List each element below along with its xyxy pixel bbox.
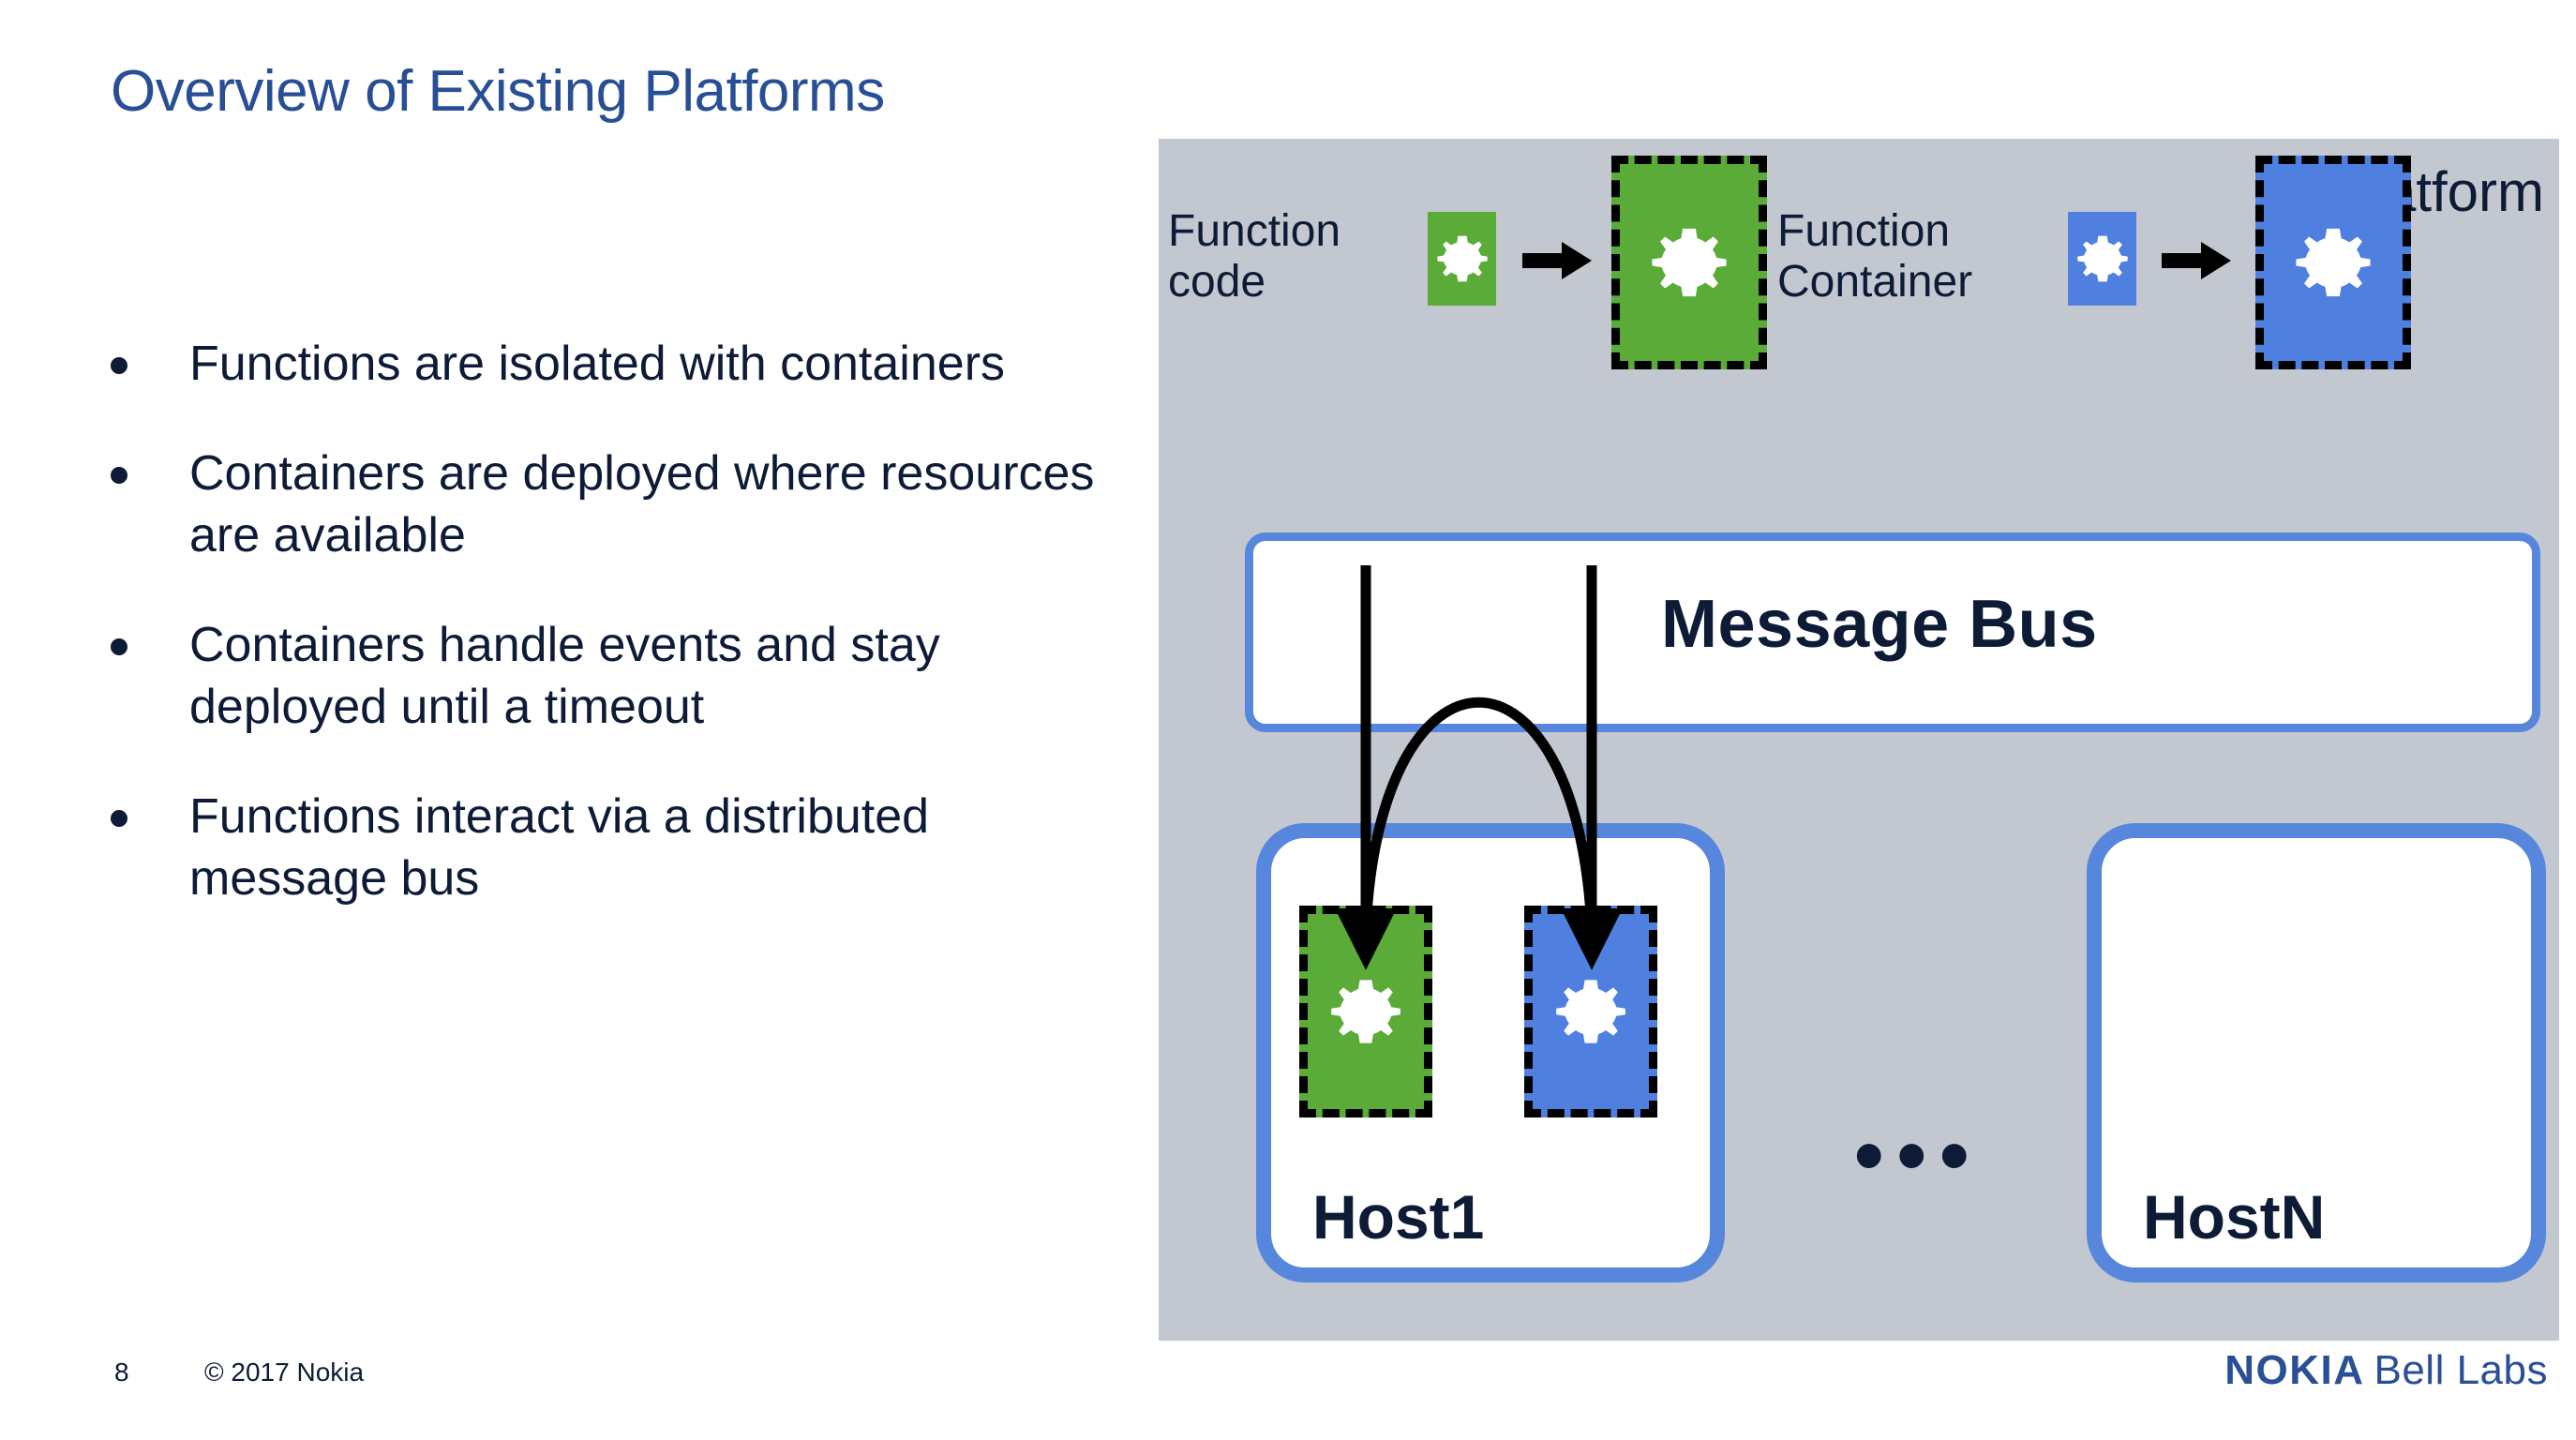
- message-bus-box: Message Bus: [1245, 532, 2540, 732]
- page-number: 8: [114, 1358, 129, 1387]
- message-bus-label: Message Bus: [1661, 587, 2098, 662]
- bullet-dot-icon: [111, 466, 127, 484]
- gear-icon: [1331, 980, 1400, 1043]
- brand-nokia-text: NOKIA: [2224, 1347, 2365, 1393]
- host1-label: Host1: [1312, 1182, 1485, 1252]
- bullet-dot-icon: [111, 638, 127, 655]
- bullet-dot-icon: [111, 357, 127, 374]
- hostn-label: HostN: [2143, 1182, 2326, 1252]
- page-title: Overview of Existing Platforms: [111, 59, 885, 124]
- pipeline-arrow-1: [1522, 240, 1592, 286]
- bullet-list: Functions are isolated with containers C…: [111, 333, 1123, 957]
- list-item: Containers are deployed where resources …: [111, 442, 1123, 567]
- function-container-blue-tile: [2255, 156, 2411, 369]
- function-container-green-tile: [1611, 156, 1767, 369]
- function-code-green-tile: [1428, 212, 1496, 306]
- host1-container-green-tile: [1299, 906, 1432, 1118]
- gear-icon: [2076, 235, 2128, 282]
- gear-icon: [1556, 980, 1625, 1043]
- gear-icon: [2296, 228, 2371, 297]
- hostn-box: HostN: [2087, 823, 2546, 1282]
- copyright-notice: © 2017 Nokia: [204, 1358, 365, 1387]
- bullet-text: Containers handle events and stay deploy…: [189, 617, 940, 735]
- bullet-text: Functions are isolated with containers: [189, 337, 1006, 391]
- gear-icon: [1436, 235, 1488, 282]
- brand-bell-labs-text: Bell Labs: [2374, 1347, 2548, 1393]
- list-item: Functions are isolated with containers: [111, 333, 1123, 396]
- bullet-text: Containers are deployed where resources …: [189, 445, 1095, 563]
- hosts-ellipsis: •••: [1854, 1109, 1983, 1203]
- list-item: Functions interact via a distributed mes…: [111, 786, 1123, 910]
- gear-icon: [1652, 228, 1727, 297]
- host1-container-blue-tile: [1524, 906, 1657, 1118]
- pipeline-arrow-2: [2162, 240, 2231, 286]
- list-item: Containers handle events and stay deploy…: [111, 614, 1123, 739]
- bullet-dot-icon: [111, 809, 127, 827]
- bullet-text: Functions interact via a distributed mes…: [189, 788, 930, 907]
- function-code-blue-tile: [2068, 212, 2136, 306]
